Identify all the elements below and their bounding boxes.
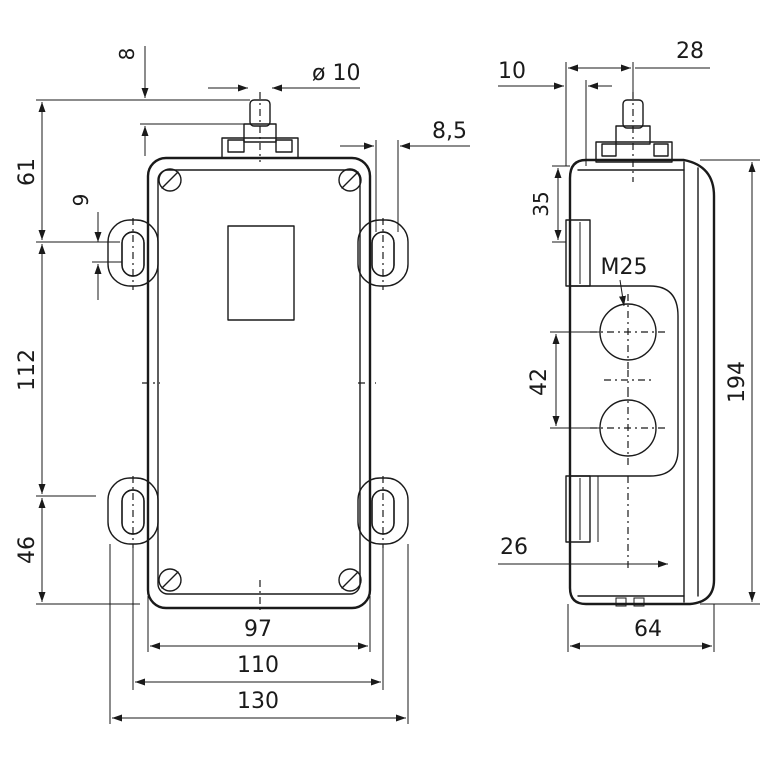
screw-icon: [158, 168, 182, 192]
dim-plunger-diameter: ø 10: [312, 61, 360, 86]
screw-icon: [158, 568, 182, 592]
dim-height-bottom: 46: [15, 536, 40, 564]
cable-gland-upper: [590, 294, 666, 370]
dim-inner-width: 97: [244, 617, 272, 642]
cable-gland-lower: [590, 390, 666, 466]
dim-slot-offset: 8,5: [432, 119, 467, 144]
gland-boss: [569, 285, 679, 477]
front-view: 61 112 46 9 8 ø 10 8,5 97 110: [15, 46, 470, 724]
dim-depth: 64: [634, 617, 662, 642]
dim-overall-height: 194: [725, 361, 750, 403]
dim-top-offset: 35: [529, 191, 553, 216]
housing-cover: [157, 169, 361, 595]
dim-hole-spacing: 112: [15, 349, 40, 391]
side-view: 10 28 35 M25 42 194 26 64: [498, 39, 760, 652]
dim-gland-spacing: 42: [527, 368, 552, 396]
side-housing-outline: [568, 158, 716, 606]
dim-bottom-offset: 26: [500, 535, 528, 560]
dim-plunger-offset: 10: [498, 59, 526, 84]
screw-icon: [338, 168, 362, 192]
label-window: [227, 225, 295, 321]
dim-hole-width: 110: [237, 653, 279, 678]
dim-height-top: 61: [15, 158, 40, 186]
side-actuator-head: [595, 99, 673, 163]
dim-thread: M25: [601, 255, 648, 280]
dim-plunger-position: 28: [676, 39, 704, 64]
screw-icon: [338, 568, 362, 592]
dim-overall-width: 130: [237, 689, 279, 714]
dim-slot-width: 9: [69, 194, 93, 207]
dim-plunger-height: 8: [115, 48, 139, 61]
